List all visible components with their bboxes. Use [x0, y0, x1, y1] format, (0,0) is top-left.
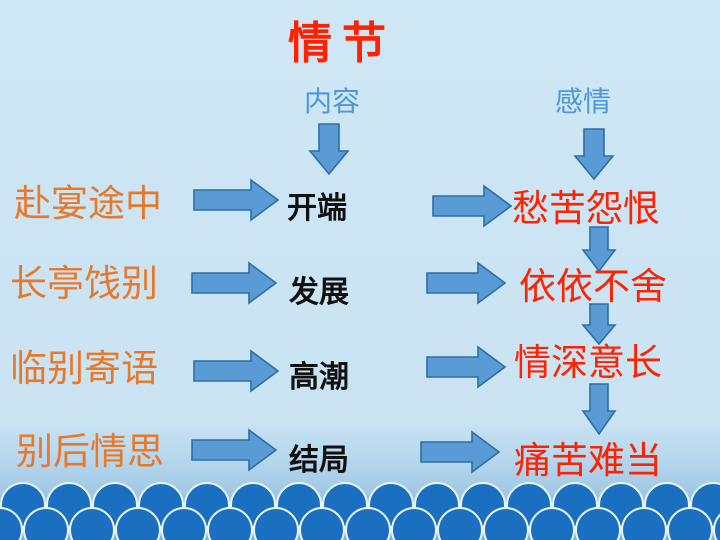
right-arrow-scene-4-icon — [191, 428, 278, 472]
scene-4: 别后情思 — [16, 430, 164, 473]
wave-circle — [23, 507, 69, 540]
wave-circle — [713, 513, 720, 540]
right-arrow-plot-3-icon — [426, 345, 507, 389]
wave-circle — [529, 507, 575, 540]
down-arrow-emotion-2-3-icon — [581, 303, 617, 346]
wave-circle — [299, 507, 345, 540]
emotion-2: 依依不舍 — [519, 265, 667, 308]
slide-title: 情节 — [288, 18, 396, 69]
wave-circle — [0, 507, 23, 540]
wave-circle — [391, 507, 437, 540]
scene-3: 临别寄语 — [10, 347, 158, 390]
emotion-4: 痛苦难当 — [514, 439, 662, 482]
scene-1: 赴宴途中 — [14, 182, 162, 225]
emotion-1: 愁苦怨恨 — [512, 187, 660, 230]
wave-circle — [115, 507, 161, 540]
down-arrow-emotion-1-2-icon — [581, 226, 617, 273]
wave-circle — [253, 507, 299, 540]
right-arrow-plot-1-icon — [432, 184, 513, 228]
plot-1: 开端 — [287, 191, 347, 226]
emotion-3: 情深意长 — [514, 341, 662, 384]
right-arrow-scene-3-icon — [193, 349, 280, 393]
plot-4: 结局 — [289, 443, 349, 478]
wave-circle — [69, 507, 115, 540]
header-content: 内容 — [304, 85, 361, 118]
wave-circle — [345, 507, 391, 540]
wave-circle — [667, 507, 713, 540]
right-arrow-scene-2-icon — [191, 261, 278, 305]
down-arrow-emotion-3-4-icon — [581, 383, 617, 436]
plot-2: 发展 — [289, 275, 349, 310]
wave-circle — [161, 507, 207, 540]
plot-3: 高潮 — [289, 360, 349, 395]
right-arrow-scene-1-icon — [193, 178, 280, 222]
wave-circle — [207, 507, 253, 540]
down-arrow-emotion-icon — [573, 128, 615, 181]
wave-circle — [575, 507, 621, 540]
scene-2: 长亭饯别 — [10, 262, 158, 305]
wave-circle — [437, 507, 483, 540]
right-arrow-plot-2-icon — [426, 261, 507, 305]
wave-circle — [621, 507, 667, 540]
right-arrow-plot-4-icon — [420, 430, 501, 474]
down-arrow-content-icon — [308, 123, 350, 176]
header-emotion: 感情 — [555, 85, 612, 118]
wave-circle — [483, 507, 529, 540]
